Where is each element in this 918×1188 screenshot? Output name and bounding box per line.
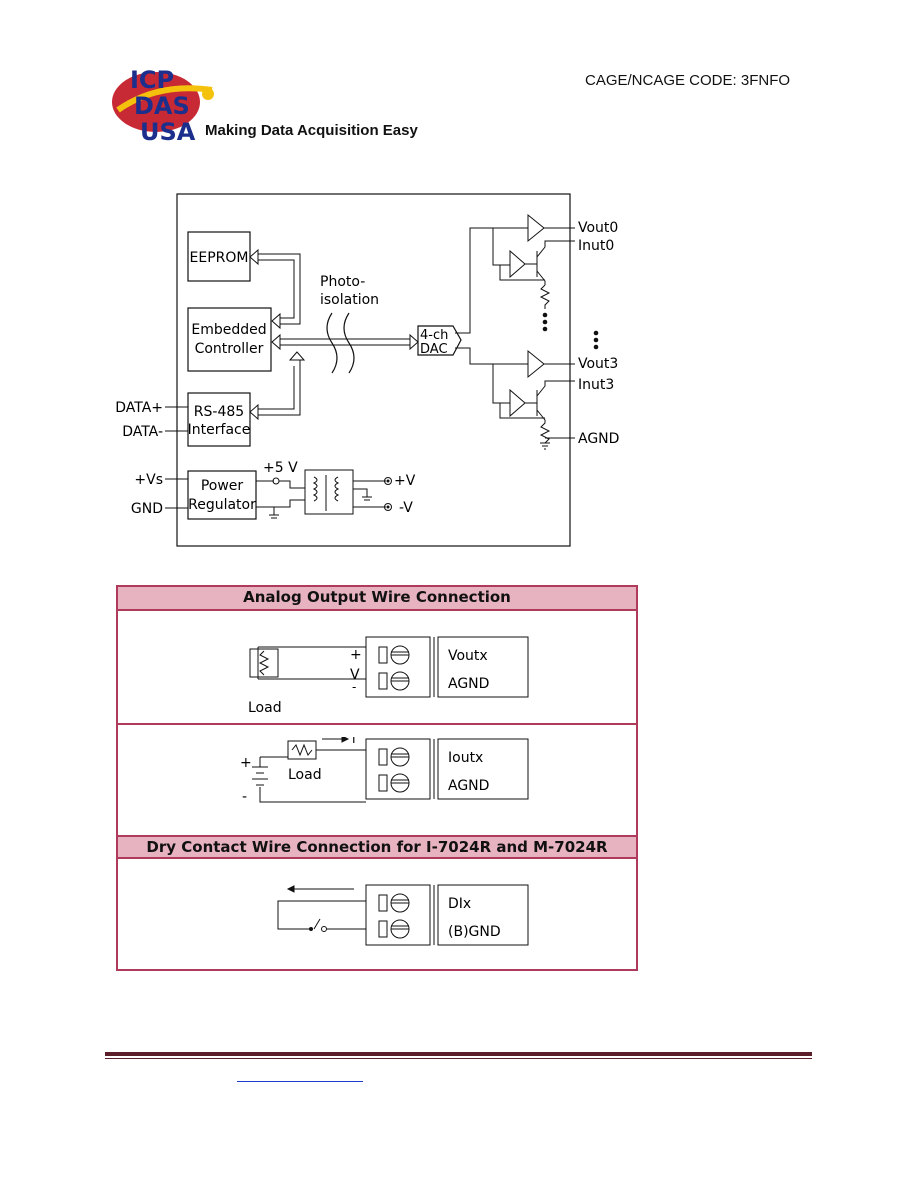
photo-isolation-barrier bbox=[326, 312, 355, 374]
controller-block bbox=[187, 307, 272, 372]
eeprom-label: EEPROM bbox=[190, 250, 249, 266]
block-diagram: EEPROM Embedded Controller RS-485 Interf… bbox=[115, 193, 619, 547]
row-divider bbox=[118, 723, 636, 725]
current-agnd-label: AGND bbox=[448, 778, 489, 794]
photo-isolation-label-1: Photo- bbox=[320, 274, 365, 290]
bgnd-label: (B)GND bbox=[448, 924, 501, 940]
voltage-v: V bbox=[350, 667, 360, 683]
power-block bbox=[187, 470, 257, 520]
rs485-label-1: RS-485 bbox=[194, 404, 244, 420]
gnd-label: GND bbox=[131, 501, 163, 517]
logo-icp: ICP bbox=[130, 66, 174, 94]
analog-output-header: Analog Output Wire Connection bbox=[118, 587, 636, 611]
footer-rule bbox=[105, 1052, 812, 1056]
voltage-load: Load bbox=[248, 700, 282, 716]
controller-label-1: Embedded bbox=[191, 322, 266, 338]
rs485-block bbox=[187, 392, 251, 447]
rs485-lines bbox=[165, 406, 188, 509]
voltage-output-diagram: + V - Load Voutx AGND bbox=[248, 636, 529, 716]
internal-bus bbox=[249, 248, 419, 421]
voltage-agnd-label: AGND bbox=[448, 676, 489, 692]
dry-contact-header: Dry Contact Wire Connection for I-7024R … bbox=[118, 835, 636, 859]
data-plus-label: DATA+ bbox=[115, 400, 163, 416]
dix-label: DIx bbox=[448, 896, 471, 912]
plus-5v-label: +5 V bbox=[263, 460, 298, 476]
plus-v-label: +V bbox=[394, 473, 416, 489]
agnd-label: AGND bbox=[578, 431, 619, 447]
wiring-table: Analog Output Wire Connection Dry Contac… bbox=[116, 585, 638, 971]
logo-usa: USA bbox=[140, 118, 196, 146]
data-minus-label: DATA- bbox=[122, 424, 163, 440]
current-i: I bbox=[352, 737, 356, 746]
voltage-plus: + bbox=[350, 647, 362, 663]
inut0-label: Inut0 bbox=[578, 238, 614, 254]
channel-0-output bbox=[455, 213, 575, 334]
module-outline bbox=[176, 193, 571, 547]
cage-code: CAGE/NCAGE CODE: 3FNFO bbox=[585, 72, 791, 89]
icp-das-usa-logo: ICP DAS USA bbox=[112, 66, 214, 146]
dry-contact-diagram: DIx (B)GND bbox=[277, 884, 529, 946]
vout0-label: Vout0 bbox=[578, 220, 618, 236]
current-load: Load bbox=[288, 767, 322, 783]
power-label-2: Regulator bbox=[188, 497, 256, 513]
dac-label-1: 4-ch bbox=[420, 328, 448, 343]
footer-link-underline[interactable] bbox=[237, 1081, 363, 1082]
vout3-label: Vout3 bbox=[578, 356, 618, 372]
power-isolation-transformer bbox=[256, 469, 386, 519]
photo-isolation-label-2: isolation bbox=[320, 292, 379, 308]
rs485-label-2: Interface bbox=[188, 422, 251, 438]
controller-label-2: Controller bbox=[195, 341, 264, 357]
current-output-diagram: + - I Load Ioutx AGND bbox=[240, 737, 529, 805]
inut3-label: Inut3 bbox=[578, 377, 614, 393]
footer-rule-thin bbox=[105, 1058, 812, 1059]
power-label-1: Power bbox=[201, 478, 244, 494]
current-minus: - bbox=[242, 789, 247, 805]
minus-v-label: -V bbox=[399, 500, 413, 516]
vs-plus-label: +Vs bbox=[134, 472, 163, 488]
channel-3-output bbox=[455, 347, 575, 450]
dac-label-2: DAC bbox=[420, 342, 448, 357]
voltage-minus: - bbox=[352, 680, 356, 694]
logo-das: DAS bbox=[134, 92, 190, 120]
voutx-label: Voutx bbox=[448, 648, 488, 664]
ioutx-label: Ioutx bbox=[448, 750, 483, 766]
current-plus: + bbox=[240, 755, 252, 771]
tagline: Making Data Acquisition Easy bbox=[205, 122, 418, 139]
